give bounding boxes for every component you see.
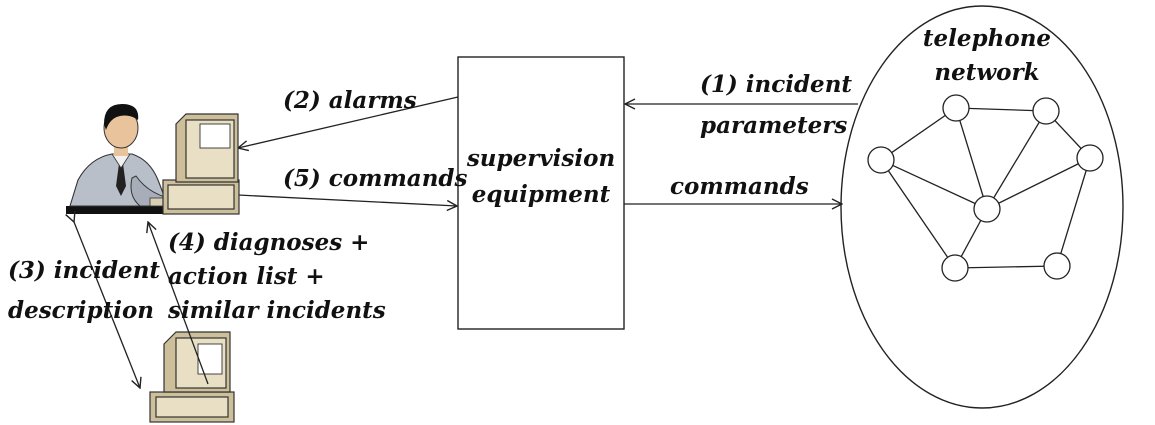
network-nodes xyxy=(867,94,1104,282)
network-node xyxy=(941,254,969,282)
network-node xyxy=(973,195,1001,223)
incident-parameters-label-line2: parameters xyxy=(700,112,847,139)
network-node xyxy=(1043,252,1071,280)
diagnoses-arrow xyxy=(148,222,209,385)
network-label-line2: network xyxy=(934,59,1039,86)
network-node xyxy=(867,146,895,174)
incident-description-arrow xyxy=(74,222,140,388)
network-node xyxy=(1032,97,1060,125)
diagnoses-label-line3: similar incidents xyxy=(167,297,386,324)
incident-description-label-line2: description xyxy=(8,297,154,324)
knowledge-computer-icon xyxy=(149,331,235,423)
commands-from-operator-arrow xyxy=(237,194,457,206)
operator-computer-icon xyxy=(162,113,240,215)
supervision-equipment-box xyxy=(457,56,625,330)
alarms-arrow xyxy=(238,96,459,148)
network-label-line1: telephone xyxy=(923,25,1051,52)
alarms-label: (2) alarms xyxy=(283,87,417,114)
incident-parameters-label-line1: (1) incident xyxy=(700,71,852,98)
commands-from-operator-label: (5) commands xyxy=(283,165,468,192)
diagnoses-label-line1: (4) diagnoses + xyxy=(168,229,369,256)
incident-description-label-line1: (3) incident xyxy=(8,257,160,284)
network-node xyxy=(942,94,970,122)
supervision-label-line1: supervision xyxy=(466,145,615,172)
supervision-label-line2: equipment xyxy=(472,181,611,208)
commands-to-network-label: commands xyxy=(670,173,809,200)
network-node xyxy=(1076,144,1104,172)
diagnoses-label-line2: action list + xyxy=(168,263,325,290)
